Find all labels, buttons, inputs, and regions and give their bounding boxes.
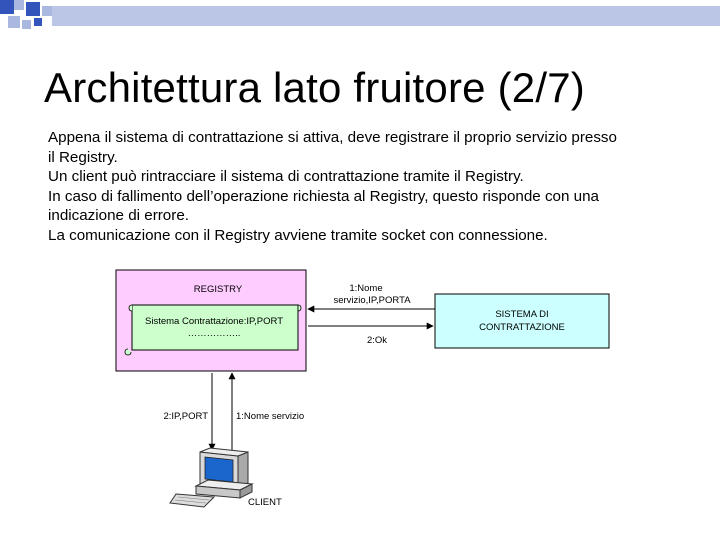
arrow-top-label-line2: servizio,IP,PORTA [333,295,411,306]
scroll-text-line2: …………….. [188,328,241,339]
registry-label: REGISTRY [194,284,243,295]
system-label-line2: CONTRATTAZIONE [479,322,565,333]
client-right-label: 1:Nome servizio [236,411,304,422]
scroll-text-line1: Sistema Contrattazione:IP,PORT [145,316,283,327]
system-label-line1: SISTEMA DI [495,309,548,320]
computer-icon [170,448,252,507]
system-box [435,294,609,348]
arrow-bottom-label: 2:Ok [367,335,387,346]
client-label: CLIENT [248,497,282,508]
arrow-top-label-line1: 1:Nome [349,283,382,294]
client-left-label: 2:IP,PORT [163,411,208,422]
